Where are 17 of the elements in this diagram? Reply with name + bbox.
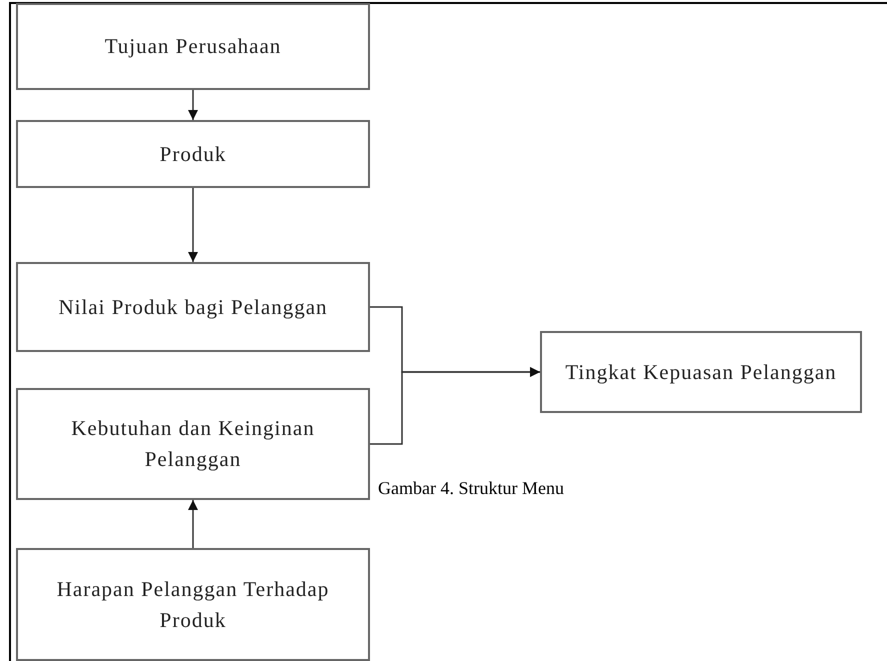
arrow	[188, 500, 198, 548]
arrow	[370, 367, 540, 445]
box-label: Harapan Pelanggan Terhadap Produk	[56, 576, 330, 634]
box-label: Tingkat Kepuasan Pelanggan	[564, 358, 838, 386]
process-box	[540, 331, 862, 413]
process-box	[16, 262, 370, 352]
box-label: Kebutuhan dan Keinginan Pelanggan	[70, 415, 316, 473]
process-box	[16, 388, 370, 500]
box-label: Produk	[158, 140, 228, 168]
process-box	[16, 120, 370, 188]
box-label: Tujuan Perusahaan	[104, 33, 282, 60]
box-label: Nilai Produk bagi Pelanggan	[57, 294, 329, 320]
figure-caption: Gambar 4. Struktur Menu	[378, 478, 564, 499]
process-box	[16, 3, 370, 90]
process-box	[16, 548, 370, 661]
arrow	[188, 90, 198, 120]
arrow	[188, 188, 198, 262]
